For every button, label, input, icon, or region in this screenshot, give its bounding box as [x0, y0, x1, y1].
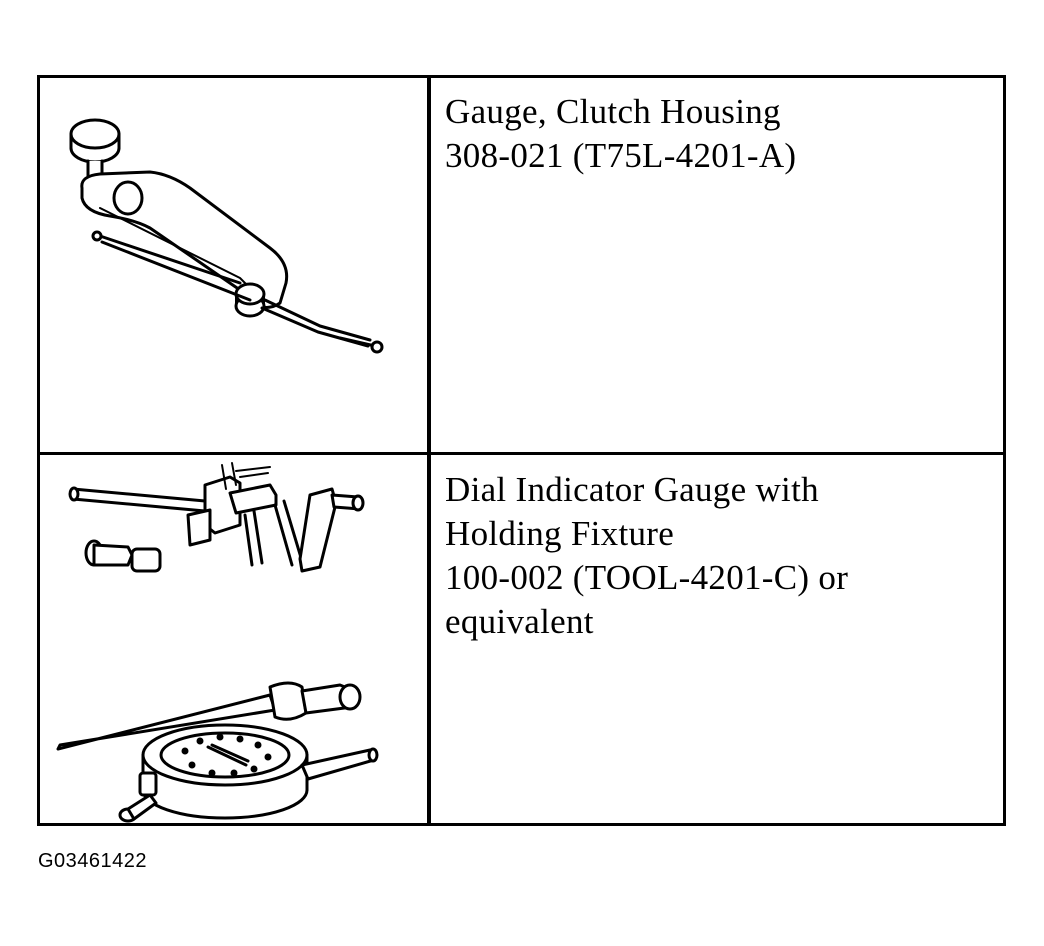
dial-indicator-gauge-illustration [40, 455, 427, 823]
description-line: equivalent [445, 602, 594, 641]
row-divider [40, 452, 1003, 455]
figure-id: G03461422 [38, 850, 148, 872]
tool-table: Gauge, Clutch Housing 308-021 (T75L-4201… [37, 75, 1006, 826]
description-line: Dial Indicator Gauge with [445, 470, 819, 509]
clutch-housing-gauge-illustration [40, 78, 427, 452]
description-line: 308-021 (T75L-4201-A) [445, 136, 797, 175]
column-divider [427, 78, 431, 823]
dial-indicator-gauge-description: Dial Indicator Gauge with Holding Fixtur… [445, 468, 848, 644]
description-line: 100-002 (TOOL-4201-C) or [445, 558, 849, 597]
description-line: Gauge, Clutch Housing [445, 92, 781, 131]
clutch-housing-gauge-description: Gauge, Clutch Housing 308-021 (T75L-4201… [445, 90, 796, 178]
description-line: Holding Fixture [445, 514, 675, 553]
